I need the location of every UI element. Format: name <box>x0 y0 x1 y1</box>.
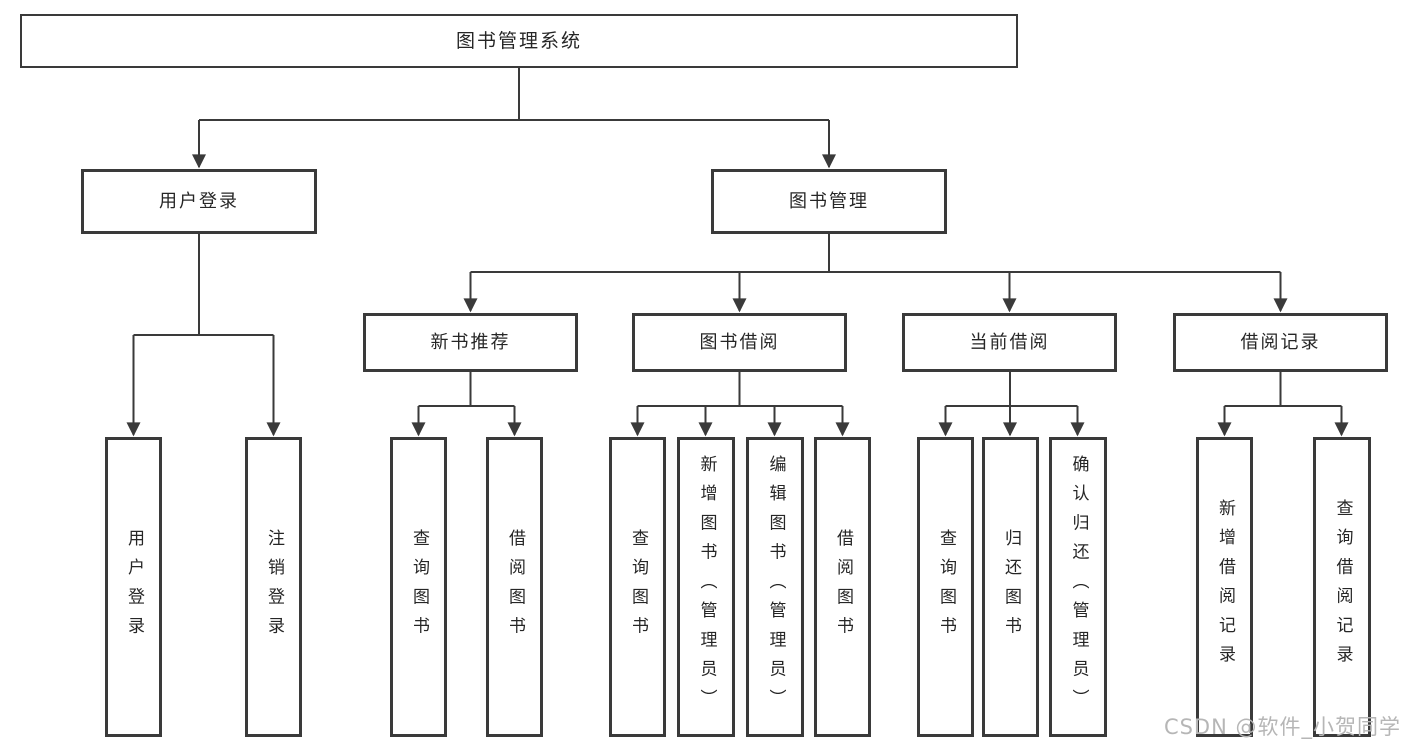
node-book-management: 图书管理 <box>711 169 947 234</box>
leaf-borrow-books-recommend: 借阅图书 <box>486 437 543 737</box>
leaf-borrow-books-borrowing: 借阅图书 <box>814 437 871 737</box>
leaf-query-books-recommend: 查询图书 <box>390 437 447 737</box>
node-book-borrowing: 图书借阅 <box>632 313 847 372</box>
leaf-add-borrow-record: 新增借阅记录 <box>1196 437 1253 737</box>
node-current-borrowing: 当前借阅 <box>902 313 1117 372</box>
node-user-login: 用户登录 <box>81 169 317 234</box>
node-borrowing-records: 借阅记录 <box>1173 313 1388 372</box>
leaf-query-borrow-record: 查询借阅记录 <box>1313 437 1371 737</box>
leaf-edit-book-admin: 编辑图书（管理员） <box>746 437 804 737</box>
leaf-add-book-admin: 新增图书（管理员） <box>677 437 735 737</box>
leaf-return-book: 归还图书 <box>982 437 1039 737</box>
leaf-user-login: 用户登录 <box>105 437 162 737</box>
leaf-query-books-borrowing: 查询图书 <box>609 437 666 737</box>
csdn-watermark: CSDN @软件_小贺同学 <box>1163 715 1401 739</box>
leaf-confirm-return-admin: 确认归还（管理员） <box>1049 437 1107 737</box>
node-library-management-system: 图书管理系统 <box>20 14 1018 68</box>
node-new-book-recommendation: 新书推荐 <box>363 313 578 372</box>
leaf-query-books-current: 查询图书 <box>917 437 974 737</box>
leaf-logout: 注销登录 <box>245 437 302 737</box>
